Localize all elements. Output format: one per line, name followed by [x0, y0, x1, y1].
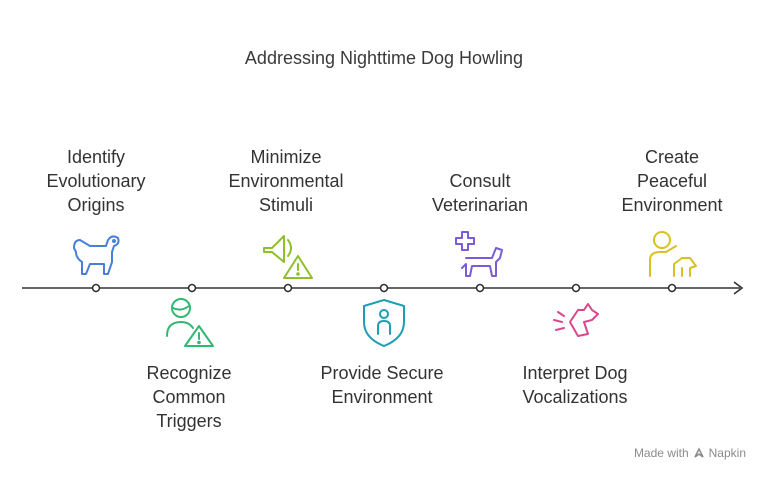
label-line: Origins	[67, 195, 125, 215]
step-label-create-peaceful-environment: Create Peaceful Environment	[587, 145, 757, 217]
step-label-identify-evolutionary-origins: Identify Evolutionary Origins	[11, 145, 181, 217]
napkin-logo-icon	[693, 447, 704, 458]
timeline-marker	[283, 283, 293, 293]
label-line: Peaceful	[636, 171, 708, 191]
barking-dog-icon	[553, 303, 599, 337]
step-label-consult-veterinarian: Consult Veterinarian	[395, 169, 565, 217]
step-label-recognize-common-triggers: Recognize Common Triggers	[104, 361, 274, 433]
sound-warning-icon	[263, 235, 313, 279]
label-line: Vocalizations	[522, 387, 628, 407]
label-line: Environmental	[228, 171, 344, 191]
timeline-marker	[91, 283, 101, 293]
label-line: Minimize	[250, 147, 322, 167]
diagram-title: Addressing Nighttime Dog Howling	[244, 48, 524, 68]
label-line: Common	[152, 387, 226, 407]
footer-attribution: Made with Napkin	[634, 446, 746, 460]
timeline-arrowhead	[733, 281, 744, 295]
timeline-marker	[667, 283, 677, 293]
person-warning-icon	[166, 298, 214, 347]
label-line: Stimuli	[258, 195, 313, 215]
shield-person-icon	[363, 299, 405, 347]
timeline-marker	[475, 283, 485, 293]
medical-dog-icon	[455, 231, 503, 277]
timeline-marker	[379, 283, 389, 293]
label-line: Recognize	[146, 363, 232, 383]
person-dog-icon	[649, 231, 697, 277]
step-label-interpret-dog-vocalizations: Interpret Dog Vocalizations	[490, 361, 660, 409]
label-line: Environment	[621, 195, 723, 215]
label-line: Identify	[66, 147, 126, 167]
footer-made-with: Made with	[633, 446, 689, 460]
label-line: Triggers	[156, 411, 222, 431]
label-line: Interpret Dog	[522, 363, 628, 383]
dog-icon	[73, 235, 120, 275]
label-line: Evolutionary	[46, 171, 146, 191]
label-line: Consult	[449, 171, 511, 191]
label-line: Create	[644, 147, 700, 167]
timeline-marker	[187, 283, 197, 293]
step-label-provide-secure-environment: Provide Secure Environment	[297, 361, 467, 409]
label-line: Provide Secure	[320, 363, 444, 383]
label-line: Environment	[331, 387, 433, 407]
label-line: Veterinarian	[431, 195, 529, 215]
step-label-minimize-environmental-stimuli: Minimize Environmental Stimuli	[201, 145, 371, 217]
footer-brand: Napkin	[708, 446, 746, 460]
timeline-marker	[571, 283, 581, 293]
